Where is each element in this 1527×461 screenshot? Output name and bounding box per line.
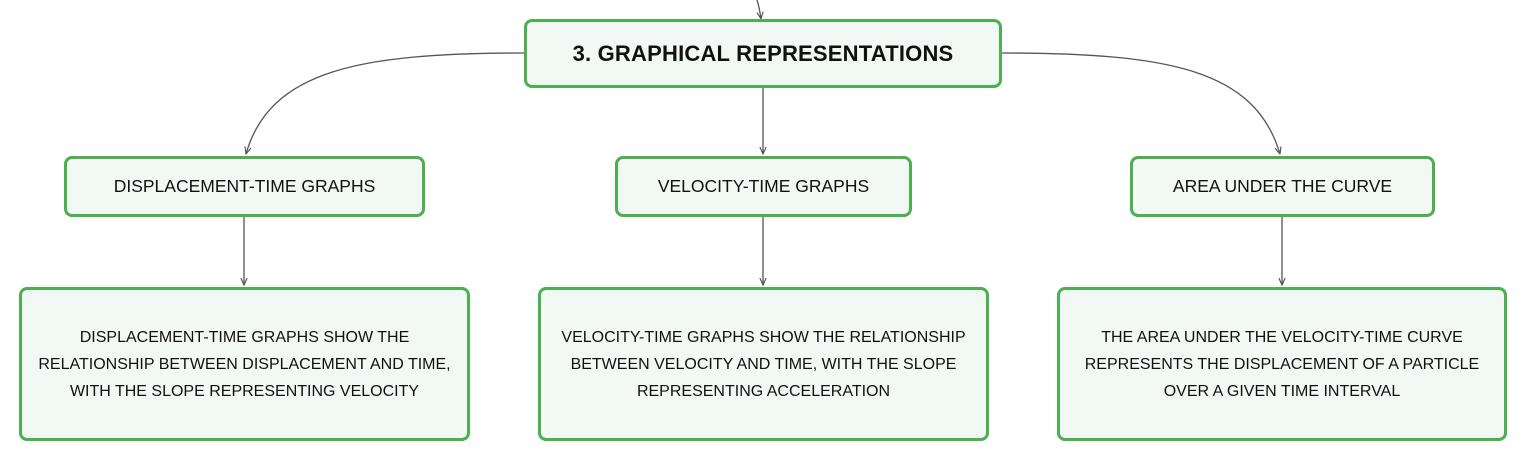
- detail-node-text: DISPLACEMENT-TIME GRAPHS SHOW THE RELATI…: [38, 328, 451, 400]
- topic-node-area-under-the-curve[interactable]: AREA UNDER THE CURVE: [1130, 156, 1435, 217]
- incoming-connector: [756, 0, 761, 19]
- connector-root-to-area-under-the-curve: [1001, 52, 1280, 154]
- topic-node-velocity-time-graphs[interactable]: VELOCITY-TIME GRAPHS: [615, 156, 912, 217]
- detail-node-displacement-time-graphs[interactable]: DISPLACEMENT-TIME GRAPHS SHOW THE RELATI…: [19, 287, 470, 441]
- topic-node-label: VELOCITY-TIME GRAPHS: [657, 176, 870, 196]
- detail-node-area-under-the-curve[interactable]: THE AREA UNDER THE VELOCITY-TIME CURVE R…: [1057, 287, 1507, 441]
- topic-node-displacement-time-graphs[interactable]: DISPLACEMENT-TIME GRAPHS: [64, 156, 425, 217]
- detail-node-velocity-time-graphs[interactable]: VELOCITY-TIME GRAPHS SHOW THE RELATIONSH…: [538, 287, 989, 441]
- connector-root-to-displacement-time-graphs: [246, 52, 525, 154]
- topic-node-label: DISPLACEMENT-TIME GRAPHS: [113, 176, 376, 196]
- detail-node-text: VELOCITY-TIME GRAPHS SHOW THE RELATIONSH…: [561, 328, 966, 400]
- root-node-graphical-representations[interactable]: 3. GRAPHICAL REPRESENTATIONS: [524, 19, 1002, 88]
- topic-node-label: AREA UNDER THE CURVE: [1172, 176, 1393, 196]
- detail-node-text: THE AREA UNDER THE VELOCITY-TIME CURVE R…: [1084, 328, 1480, 400]
- root-node-label: 3. GRAPHICAL REPRESENTATIONS: [572, 40, 954, 66]
